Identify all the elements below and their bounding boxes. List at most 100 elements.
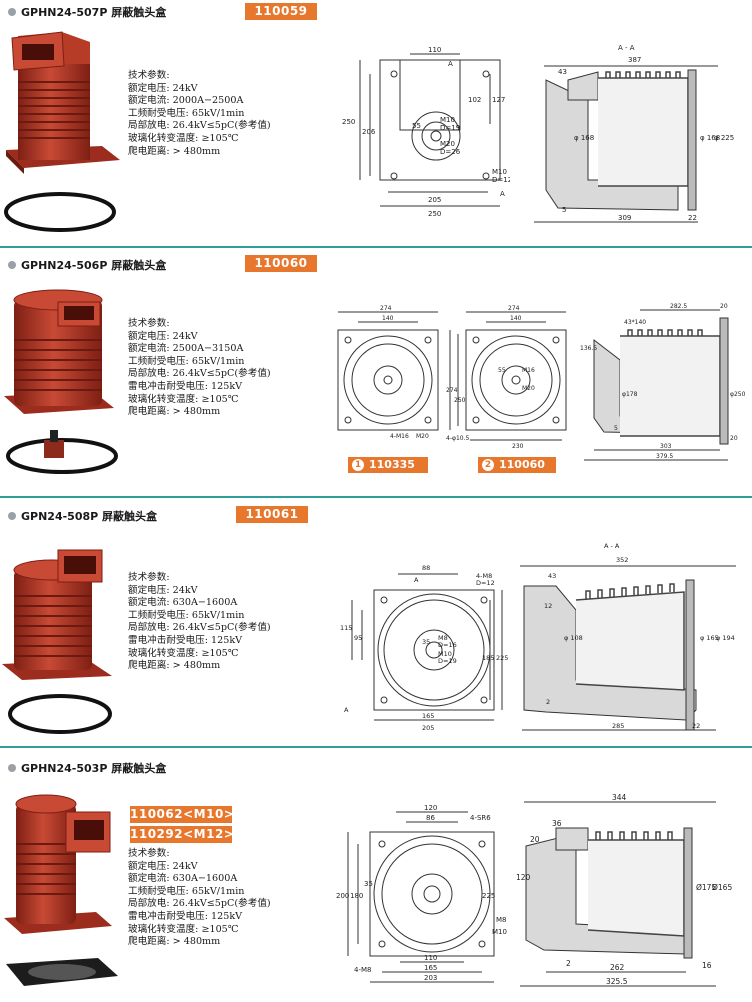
dim-label: 225 (482, 892, 495, 900)
section-view-drawing: 282.5 20 43*140 136.5 φ178 φ250 5 303 37… (580, 303, 746, 461)
dim-label: 110 (424, 954, 437, 962)
product-section-4: GPHN24-503P 屏蔽触头盒 110062<M10> 110292<M12… (0, 750, 752, 1002)
bullet-icon (8, 764, 16, 772)
option-code: 110060 (499, 458, 545, 471)
dim-label: 205 (428, 196, 441, 204)
dim-label: 250 (342, 118, 355, 126)
dim-label: M10 (492, 928, 507, 936)
section-view-drawing: A - A 387 43 φ 168 φ 168 φ 225 5 309 22 (534, 44, 734, 223)
dim-label: 185 (482, 654, 494, 662)
front-view-drawing: 88 A 4-M8 D=12 115 95 165 205 185 225 M8… (340, 564, 508, 732)
dim-label: 22 (688, 214, 697, 222)
option-number: 1 (352, 459, 364, 471)
spec-line: 雷电冲击耐受电压: 125kV (128, 910, 243, 922)
dim-label: 387 (628, 56, 641, 64)
dim-label: 35 (364, 880, 373, 888)
dim-label: φ 194 (716, 634, 735, 642)
product-section-3: GPN24-508P 屏蔽触头盒 110061 技术参数: 额定电压: 24kV… (0, 500, 752, 745)
bullet-icon (8, 512, 16, 520)
dim-label: M8 (496, 916, 507, 924)
dim-label: 274 (380, 305, 392, 312)
dim-label: 250 (428, 210, 441, 218)
dim-label: M20 (440, 140, 455, 148)
front-view-drawing-1: 274 140 4-M16 M20 (337, 305, 439, 440)
spec-line: 局部放电: 26.4kV≤5pC(参考值) (128, 622, 271, 634)
section-divider (0, 246, 752, 248)
spec-line: 玻璃化转变温度: ≥105℃ (128, 393, 239, 405)
spec-line: 额定电压: 24kV (128, 584, 198, 596)
spec-line: 工频耐受电压: 65kV/1min (128, 107, 245, 119)
spec-line: 爬电距离: > 480mm (128, 145, 221, 157)
model-name: GPHN24-503P 屏蔽触头盒 (21, 762, 167, 775)
dim-label: 43 (558, 68, 567, 76)
spec-line: 额定电流: 630A−1600A (128, 873, 238, 885)
dim-label: D=12 (492, 176, 510, 184)
dim-label: 140 (382, 315, 394, 322)
spec-line: 额定电压: 24kV (128, 82, 198, 94)
dim-label: 22 (692, 722, 700, 730)
dim-label: 102 (468, 96, 481, 104)
dim-label: 88 (422, 564, 430, 572)
dim-label: 20 (720, 303, 728, 310)
dim-label: φ 225 (714, 134, 734, 142)
spec-line: 玻璃化转变温度: ≥105℃ (128, 132, 239, 144)
section-title: A - A (618, 44, 635, 52)
dim-label: 127 (492, 96, 505, 104)
dim-label: 16 (702, 961, 712, 970)
dim-label: 5 (562, 206, 566, 214)
dim-label: φ250 (730, 391, 746, 398)
dim-label: φ178 (622, 391, 638, 398)
spec-line: 工频耐受电压: 65kV/1min (128, 355, 245, 367)
spec-line: 雷电冲击耐受电压: 125kV (128, 380, 243, 392)
dim-label: 309 (618, 214, 631, 222)
dim-label: 20 (730, 435, 738, 442)
spec-line: 爬电距离: > 480mm (128, 936, 221, 948)
dim-label: M8 (438, 634, 448, 642)
front-view-drawing-2: 274 140 274 250 55 M16 M20 4-φ10.5 230 (446, 305, 567, 450)
spec-line: 技术参数: (128, 70, 170, 81)
product-code-badge: 110062<M10> (130, 806, 235, 823)
product-code-badge: 110292<M12> (130, 826, 235, 843)
section-view-drawing: A - A 352 43 12 φ 108 φ 165 φ 194 2 285 … (520, 542, 736, 731)
dim-label: 12 (544, 602, 552, 610)
dim-label: 110 (428, 46, 441, 54)
spec-line: 玻璃化转变温度: ≥105℃ (128, 647, 239, 659)
dim-label: 4-M8 (476, 572, 492, 580)
model-name: GPHN24-507P 屏蔽触头盒 (21, 6, 167, 19)
dim-label: 55 (498, 367, 506, 374)
product-code-badge: 110059 (245, 3, 317, 20)
dim-label: M20 (416, 433, 429, 440)
dim-label: 225 (496, 654, 508, 662)
dim-label: 282.5 (670, 303, 687, 310)
model-name: GPHN24-506P 屏蔽触头盒 (21, 259, 167, 272)
product-photo (2, 549, 112, 734)
dim-label: 95 (354, 634, 362, 642)
front-view-drawing: 120 86 4-SR6 200 180 35 225 M8 M10 4-M8 … (336, 804, 507, 983)
spec-line: 技术参数: (128, 848, 170, 859)
dim-label: 20 (530, 835, 540, 844)
dim-label: 140 (510, 315, 522, 322)
spec-line: 额定电压: 24kV (128, 860, 198, 872)
spec-line: 局部放电: 26.4kV≤5pC(参考值) (128, 120, 271, 132)
dim-label: D=16 (438, 641, 457, 649)
dim-label: 200 (336, 892, 349, 900)
spec-line: 玻璃化转变温度: ≥105℃ (128, 923, 239, 935)
dim-label: 4-M8 (354, 966, 371, 974)
spec-line: 额定电流: 2500A−3150A (128, 343, 244, 355)
spec-list: 技术参数: 额定电压: 24kV 额定电流: 630A−1600A 工频耐受电压… (128, 572, 271, 673)
product-photo (4, 31, 120, 232)
dim-label: 230 (512, 443, 524, 450)
dim-label: 274 (508, 305, 520, 312)
dim-label: 120 (516, 873, 531, 882)
spec-line: 局部放电: 26.4kV≤5pC(参考值) (128, 368, 271, 380)
dim-label: 205 (422, 724, 434, 732)
product-section-2: GPHN24-506P 屏蔽触头盒 110060 技术参数: 额定电压: 24k… (0, 250, 752, 495)
dim-label: 203 (424, 974, 437, 982)
dim-label: M10 (492, 168, 507, 176)
dim-label: 2 (546, 698, 550, 706)
product-photo (4, 794, 118, 986)
dim-label: 43 (548, 572, 556, 580)
dim-label: Ø165 (712, 883, 732, 892)
dim-label: 5 (614, 425, 618, 432)
dim-label: 86 (426, 814, 435, 822)
